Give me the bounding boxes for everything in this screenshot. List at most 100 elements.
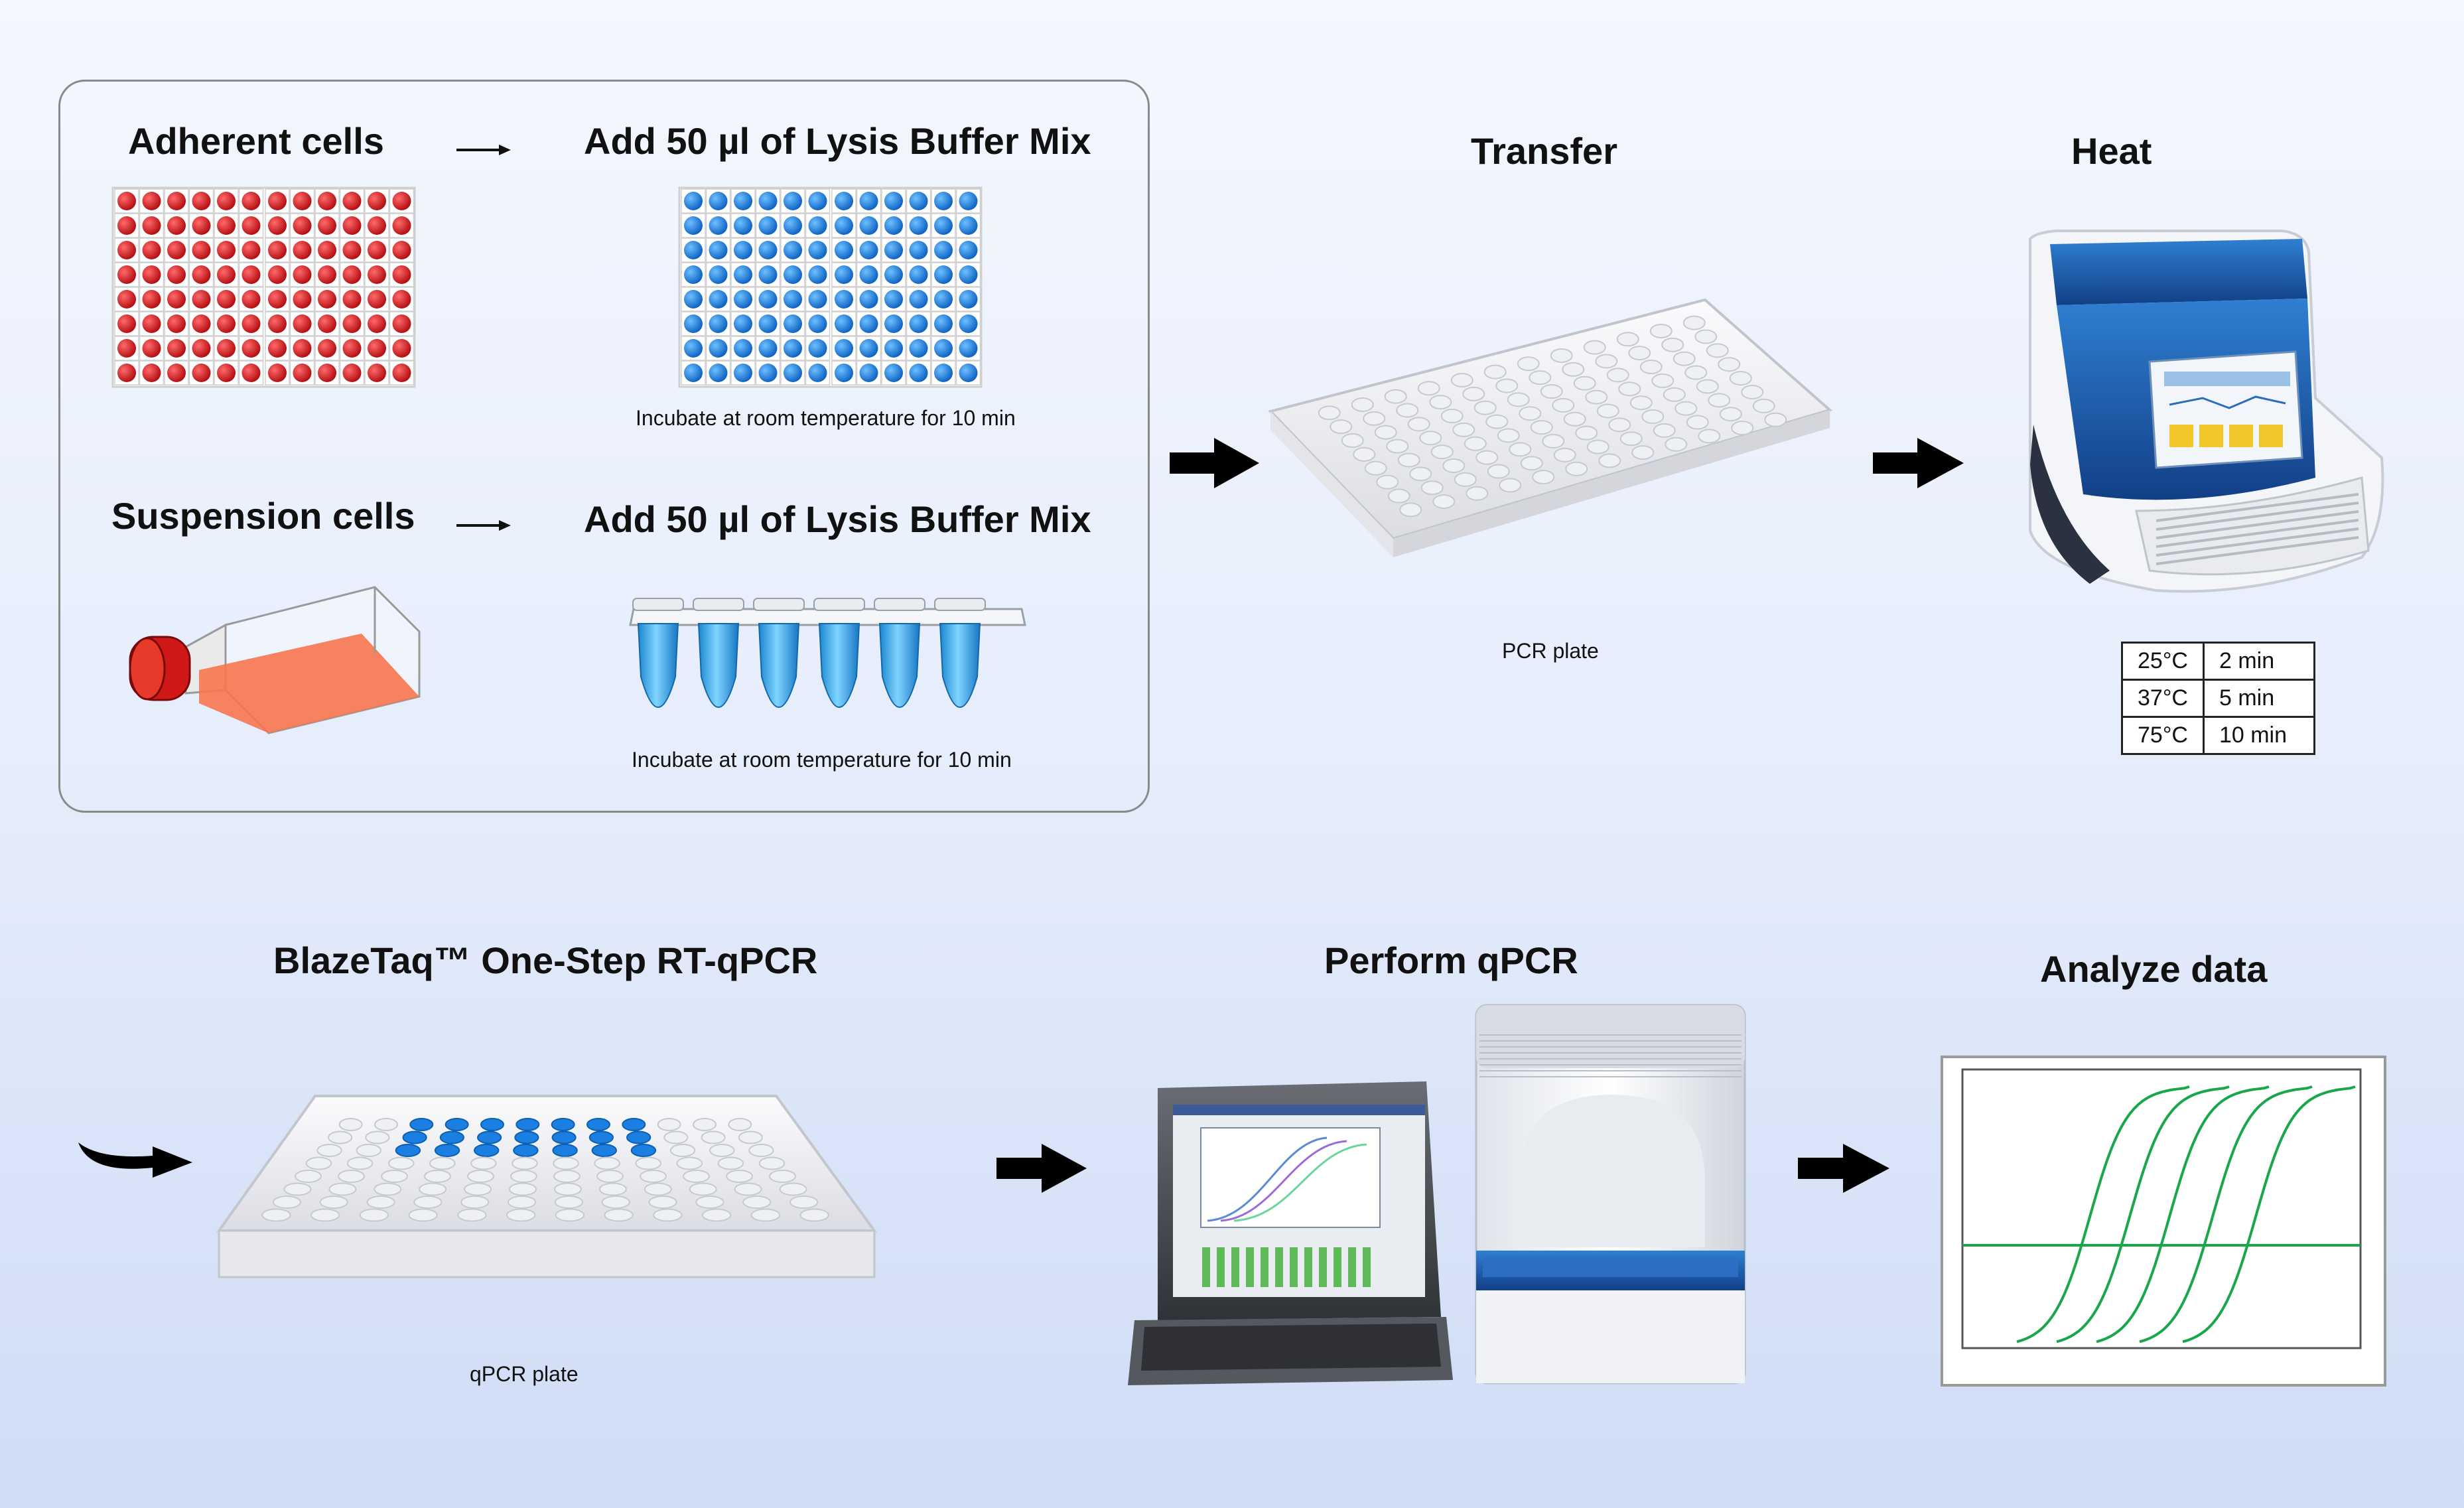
well xyxy=(884,314,903,333)
well xyxy=(709,265,728,284)
well xyxy=(784,339,802,358)
tube xyxy=(818,623,860,708)
heat-time: 2 min xyxy=(2202,642,2315,681)
curved-arrow-icon xyxy=(78,1142,192,1178)
well xyxy=(293,290,312,308)
pcr-well xyxy=(1708,393,1731,408)
well xyxy=(684,192,703,210)
well xyxy=(784,192,802,210)
pcr-well xyxy=(1462,386,1485,401)
well xyxy=(368,241,386,259)
well xyxy=(934,290,953,308)
qpcr-well xyxy=(346,1156,374,1170)
pcr-well xyxy=(1595,354,1618,369)
pcr-well xyxy=(1509,442,1532,457)
qpcr-well xyxy=(480,1118,504,1131)
well xyxy=(934,192,953,210)
well xyxy=(342,339,362,358)
qpcr-well xyxy=(283,1182,312,1196)
qpcr-well xyxy=(789,1196,819,1209)
qpcr-well xyxy=(365,1131,390,1144)
pcr-well xyxy=(1495,378,1519,393)
well xyxy=(909,339,928,358)
pcr-well xyxy=(1417,381,1440,396)
pcr-well xyxy=(1450,372,1473,387)
well xyxy=(117,241,136,259)
qpcr-well xyxy=(387,1156,415,1170)
well xyxy=(142,314,161,333)
well xyxy=(318,216,336,235)
well xyxy=(734,265,752,284)
qpcr-well xyxy=(381,1170,408,1183)
pcr-well xyxy=(1330,419,1353,435)
qpcr-well xyxy=(758,1156,786,1170)
well xyxy=(217,364,236,382)
pcr-well xyxy=(1454,472,1477,487)
pcr-well xyxy=(1575,425,1598,441)
well xyxy=(884,265,903,284)
well xyxy=(808,290,827,308)
qpcr-well xyxy=(402,1131,427,1144)
well xyxy=(117,314,136,333)
well xyxy=(959,241,978,259)
well xyxy=(934,241,953,259)
pcr-well xyxy=(1409,466,1432,482)
tubes xyxy=(632,598,986,708)
qpcr-well xyxy=(261,1208,291,1222)
qpcr-well xyxy=(640,1170,667,1183)
well xyxy=(217,265,236,284)
well xyxy=(167,192,186,210)
pcr-well xyxy=(1475,450,1499,465)
well xyxy=(167,314,186,333)
qpcr-well xyxy=(701,1131,726,1144)
well xyxy=(859,290,878,308)
pcr-well xyxy=(1364,460,1387,476)
arrow-icon xyxy=(1170,438,1259,488)
well xyxy=(734,339,752,358)
qpcr-well xyxy=(648,1196,677,1209)
well xyxy=(934,265,953,284)
pcr-well xyxy=(1608,417,1631,433)
heat-temp: 75°C xyxy=(2121,716,2205,755)
well xyxy=(293,339,312,358)
well xyxy=(684,265,703,284)
well xyxy=(859,339,878,358)
well xyxy=(884,241,903,259)
well xyxy=(268,339,287,358)
well xyxy=(758,364,778,382)
qpcr-well xyxy=(409,1118,434,1131)
qpcr-well xyxy=(799,1208,829,1222)
pcr-well xyxy=(1706,343,1729,358)
qpcr-well xyxy=(507,1196,537,1209)
well xyxy=(734,290,752,308)
well xyxy=(368,265,386,284)
qpcr-well xyxy=(429,1156,456,1170)
well xyxy=(909,192,928,210)
pcr-well xyxy=(1507,392,1530,407)
well xyxy=(117,290,136,308)
well xyxy=(959,192,978,210)
well xyxy=(909,290,928,308)
pcr-well xyxy=(1563,411,1586,427)
qpcr-well xyxy=(515,1118,540,1131)
pcr-well xyxy=(1420,480,1444,496)
qpcr-well xyxy=(555,1208,585,1222)
heat-title: Heat xyxy=(2071,130,2152,172)
cycler-vents xyxy=(2156,493,2359,565)
qpcr-well xyxy=(553,1156,579,1170)
well xyxy=(392,192,411,210)
well xyxy=(684,216,703,235)
qpcr-well xyxy=(635,1156,662,1170)
blue-wells xyxy=(681,188,981,385)
qpcr-well xyxy=(395,1144,421,1157)
qpcr-well xyxy=(374,1118,398,1131)
qpcr-well xyxy=(328,1182,357,1196)
pcr-well xyxy=(1529,370,1552,385)
pcr-well xyxy=(1442,458,1466,473)
well xyxy=(167,265,186,284)
qpcr-well xyxy=(742,1196,772,1209)
pcr-well xyxy=(1651,373,1675,388)
well xyxy=(342,265,362,284)
qpcr-well xyxy=(424,1170,451,1183)
well xyxy=(734,314,752,333)
